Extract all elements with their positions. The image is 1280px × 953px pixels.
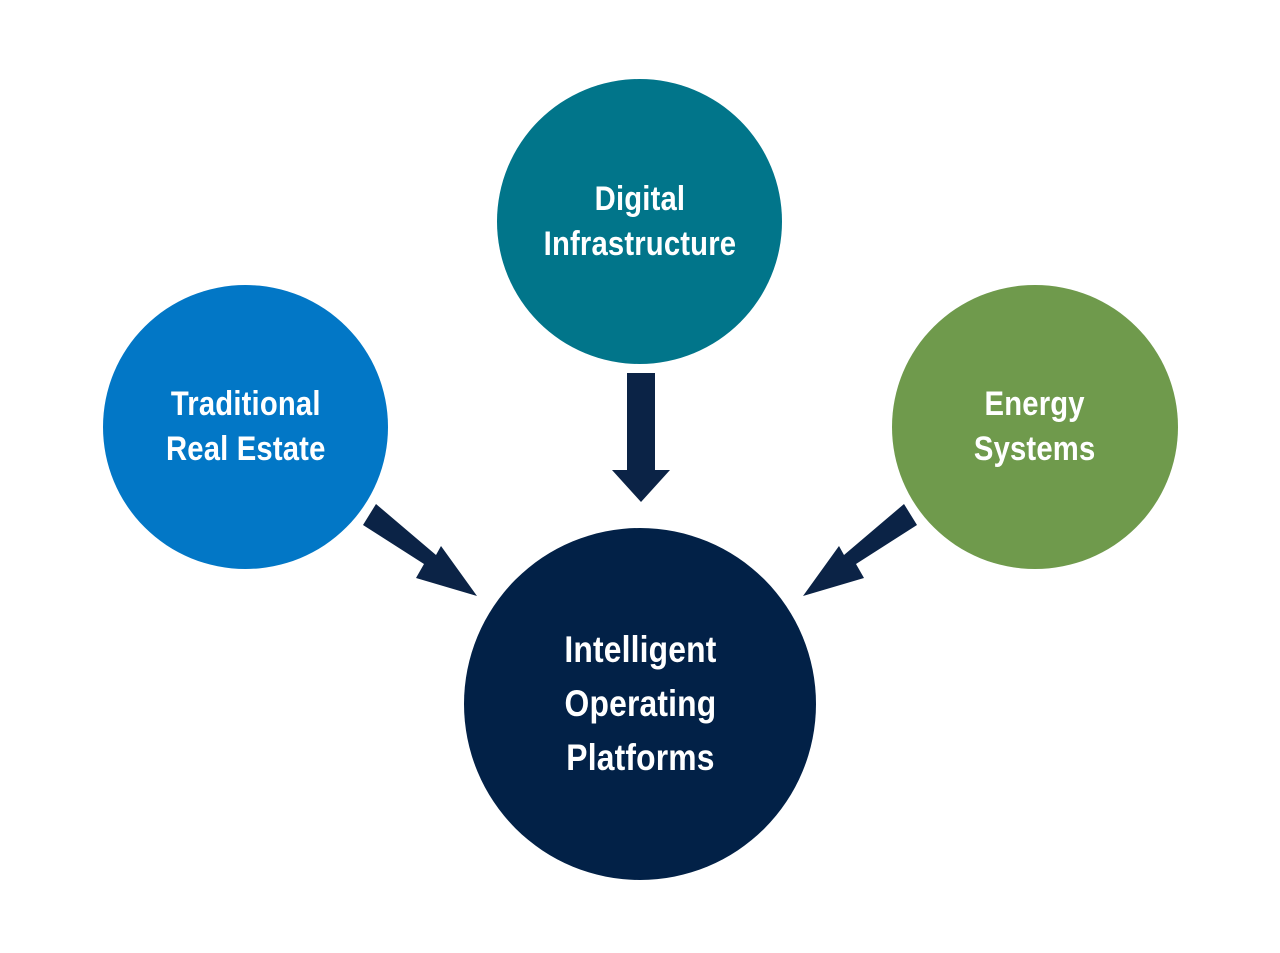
label-line: Real Estate bbox=[165, 430, 326, 468]
intelligent-operating-platforms-label: Intelligent Operating Platforms bbox=[564, 623, 716, 785]
label-line: Systems bbox=[974, 430, 1096, 468]
arrow-energy-to-platforms bbox=[803, 504, 917, 596]
label-line: Platforms bbox=[565, 737, 715, 778]
label-line: Digital bbox=[594, 179, 685, 218]
traditional-real-estate-node: Traditional Real Estate bbox=[103, 285, 388, 569]
traditional-real-estate-label: Traditional Real Estate bbox=[166, 382, 326, 472]
label-line: Energy bbox=[984, 385, 1086, 423]
arrow-digital-to-platforms bbox=[612, 373, 670, 502]
label-line: Operating bbox=[564, 683, 716, 724]
intelligent-operating-platforms-node: Intelligent Operating Platforms bbox=[464, 528, 816, 880]
label-line: Traditional bbox=[170, 385, 321, 423]
digital-infrastructure-node: Digital Infrastructure bbox=[497, 79, 782, 364]
energy-systems-node: Energy Systems bbox=[892, 285, 1178, 569]
energy-systems-label: Energy Systems bbox=[974, 382, 1096, 472]
digital-infrastructure-label: Digital Infrastructure bbox=[543, 177, 736, 267]
label-line: Infrastructure bbox=[543, 224, 736, 263]
arrow-traditional-to-platforms bbox=[363, 504, 477, 596]
label-line: Intelligent bbox=[563, 629, 717, 670]
